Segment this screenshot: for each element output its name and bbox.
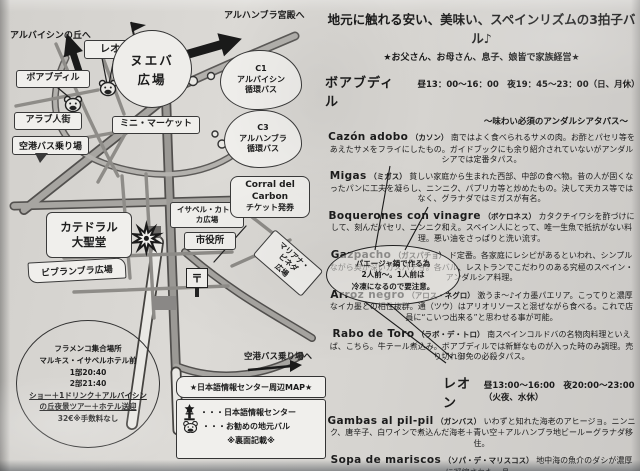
boabdil-header: ボアブディル 昼13：00～16：00 夜19：45～23：00（日、月休） [325, 72, 638, 110]
boabdil-hours: 昼13：00～16：00 夜19：45～23：00（日、月休） [417, 80, 638, 90]
legend-backside-note: ※裏面記載※ [227, 436, 275, 445]
menu-item-cazon: Cazón adobo （カソン） 南ではよく食べられるサメの肉。お酢とパセリ等… [327, 131, 636, 165]
flamenco-info-circle: フラメンコ集合場所 マルキス・イサベルホテル前 1部20:40 2部21:40 … [16, 320, 160, 448]
menu-item-gambas: Gambas al pil-pil （ガンバス） いわずと知れた海老のアヒージョ… [327, 415, 636, 449]
to-alhambra-label: アルハンブラ宮殿へ [224, 11, 305, 21]
dish-kana: （ボケロネス） [483, 211, 536, 221]
corral-del-carbon-box: Corral del Carbon チケット発券 [230, 176, 310, 218]
to-airport-arrow-icon [247, 360, 302, 372]
bull-marker-icon [63, 95, 83, 113]
dish-name: Migas [329, 170, 367, 183]
dish-name: Boquerones con vinagre [328, 209, 481, 222]
dish-kana: （ミガス） [369, 172, 407, 182]
city-hall-star-icon [128, 220, 164, 257]
mini-market-box: ミニ・マーケット [112, 116, 200, 134]
menu-item-sopa: Sopa de mariscos （ソパ・デ・マリスコス） 地中海の魚介のダシが… [327, 454, 636, 471]
dish-name: Sopa de mariscos [330, 453, 442, 466]
dish-desc: カタクチイワシを酢づけにして、刻んだパセリ、ニンニク和え。スペイン人にとって、唯… [330, 211, 635, 243]
page-title: 地元に触れる安い、美味い、スペインリズムの3拍子バル♪ [327, 12, 636, 46]
post-sign-pole [195, 288, 199, 297]
building-block [152, 296, 176, 310]
info-center-star-icon [184, 404, 195, 421]
dish-desc: 南ではよく食べられるサメの肉。お酢とパセリ等をあえたサメをフライにしたもの。ガイ… [329, 133, 635, 165]
bull-legend-icon [183, 421, 198, 433]
boabdil-name: ボアブディル [325, 76, 395, 110]
map-legend: ・・・日本語情報センター ・・・お勧めの地元バル ※裏面記載※ [176, 399, 326, 459]
map-boabdil-box: ボアブディル [16, 70, 90, 88]
dish-kana: （ガンバス） [436, 416, 482, 426]
boabdil-tagline: ～味わい必須のアンダルシアタパス～ [483, 117, 628, 127]
paella-note-ellipse: パエージャ鍋で作る為 2人前～。1人前は 冷凍になるので要注意。 [326, 245, 460, 305]
dish-kana: （ソパ・デ・マリスコス） [443, 455, 534, 465]
flamenco-lines: フラメンコ集合場所 マルキス・イサベルホテル前 1部20:40 2部21:40 [39, 344, 137, 389]
dish-kana: （ラボ・デ・トロ） [417, 330, 485, 340]
to-albaicin-label: アルバイシンの丘へ [10, 31, 91, 41]
flamenco-tour-lines: ショー＋1ドリンク＋アルバイシン の丘夜景ツアー＋ホテル送迎 [29, 390, 147, 412]
c3-bus-cloud: C3 アルハンブラ 循環バス [224, 110, 302, 168]
dish-name: Cazón adobo [328, 131, 409, 143]
legend-star-label: ・・・日本語情報センター [200, 407, 296, 417]
dish-desc: 激うま～♪イカ墨パエリア。こってりと濃厚なイカ墨との相性抜群。通（ツウ）はアリオ… [329, 290, 634, 322]
to-airport-bus-label: 空港バス乗り場へ [244, 352, 313, 362]
dish-desc: ド定番。各家庭にレシピがあるといわれ、シンプルながら奥が深いガスパチョ。各バル、… [329, 251, 634, 283]
corral-ticket-label: チケット発券 [246, 203, 294, 213]
menu-item-migas: Migas （ミガス） 貧しい家庭から生まれた西部、中部の食べ物。昔の人が固くな… [327, 170, 636, 204]
menu-item-boquerones: Boquerones con vinagre （ボケロネス） カタクチイワシを酢… [327, 210, 636, 244]
dish-desc: 貧しい家庭から生まれた西部、中部の食べ物。昔の人が固くなったパンに工夫を凝らし、… [329, 172, 634, 204]
menu-item-rabo-de-toro: Rabo de Toro （ラボ・デ・トロ） 南スペインコルドバの名物肉料理とい… [327, 328, 636, 362]
page-subtitle: ★お父さん、お母さん、息子、娘皆で家族経営★ [383, 53, 580, 63]
post-mark: 〒 [186, 268, 208, 288]
dish-name: Rabo de Toro [332, 328, 415, 341]
leon-name: レオン [443, 376, 472, 411]
dish-desc: いわずと知れた海老のアヒージョ。ニンニク、唐辛子、白ワインで煮込んだ海老＋青い空… [330, 416, 636, 448]
to-alhambra-arrow-icon [186, 33, 242, 59]
map-panel: アルバイシンの丘へ アルハンブラ宮殿へ レオン ヌエバ 広場 C1 アルバイシン… [9, 11, 326, 459]
airport-bus-callout: 空港バス乗り場 [12, 136, 90, 163]
corral-name: Corral del Carbon [245, 180, 295, 202]
map-title-banner: ★日本語情報センター周辺MAP★ [176, 376, 326, 398]
flamenco-price-line: 32€※手数料なし [57, 414, 119, 424]
legend-bull-label: ・・・お勧めの地元バル [202, 422, 290, 431]
dish-name: Gambas al pil-pil [327, 414, 434, 427]
post-office-sign: 〒 [186, 268, 208, 297]
plaza-nueva-ellipse: ヌエバ 広場 [112, 30, 192, 108]
c1-bus-cloud: C1 アルバイシン 循環バス [220, 50, 302, 110]
dish-desc: 地中海の魚介のダシが濃厚に凝縮された一品。 [446, 455, 633, 471]
arab-quarter-box: アラブ人街 [14, 112, 82, 130]
dish-desc: 南スペインコルドバの名物肉料理といえば、こちら。牛テール煮込み。ボアブディルでは… [329, 330, 634, 362]
cathedral-box: カテドラル 大聖堂 [46, 212, 132, 258]
leon-header: レオン 昼13:00～16:00 夜20:00～23:00（火夜、水休） [443, 373, 638, 411]
city-hall-box: 市役所 [184, 232, 236, 251]
leon-hours: 昼13:00～16:00 夜20:00～23:00（火夜、水休） [483, 380, 635, 403]
info-panel: 地元に触れる安い、美味い、スペインリズムの3拍子バル♪ ★お父さん、お母さん、息… [325, 0, 638, 471]
dish-kana: （カソン） [410, 133, 449, 142]
